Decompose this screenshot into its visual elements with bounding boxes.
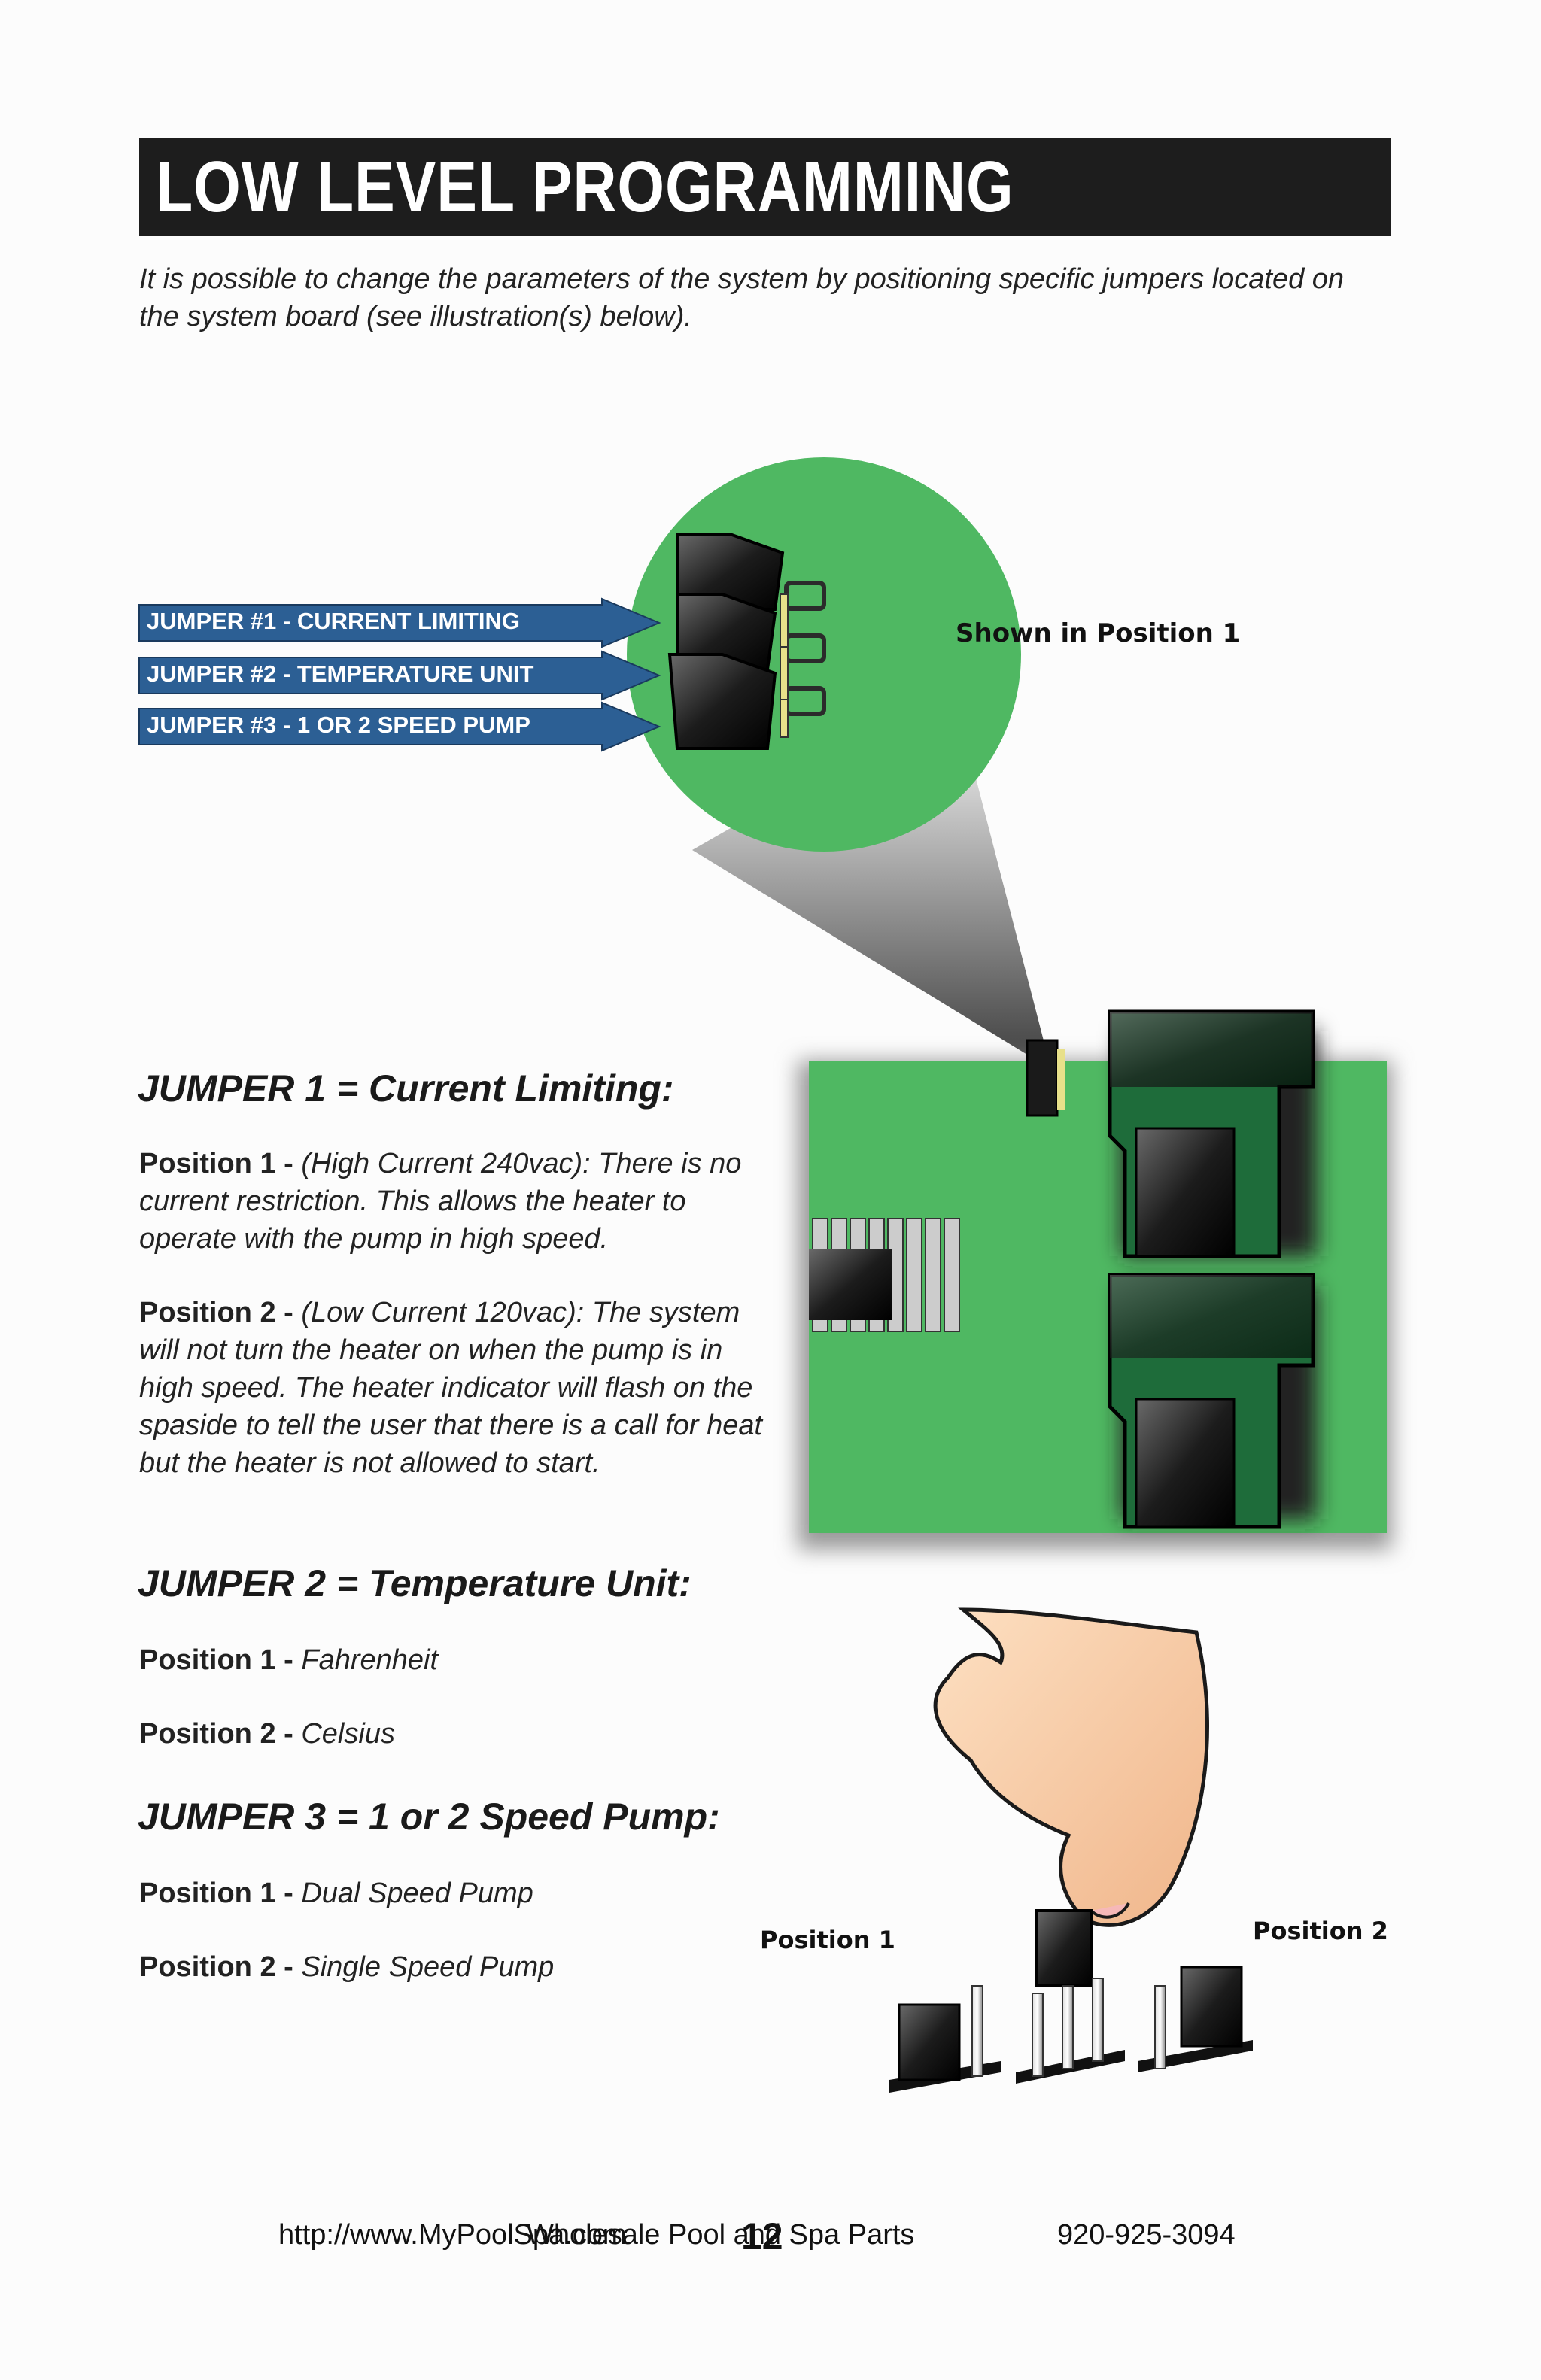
jumper-3-position-1: Position 1 - Dual Speed Pump	[139, 1875, 771, 1912]
jumper-2-label-arrow	[138, 650, 661, 701]
jumper-3-label-arrow	[138, 701, 661, 752]
footer-company: Wholesale Pool and Spa Parts	[527, 2219, 915, 2251]
position-label: Position 1 -	[139, 1878, 293, 1909]
jumper-2-position-1: Position 1 - Fahrenheit	[139, 1641, 771, 1679]
jumper-1-heading: JUMPER 1 = Current Limiting:	[138, 1067, 674, 1110]
position-label: Position 1 -	[139, 1644, 293, 1676]
relay-bottom	[1108, 1273, 1317, 1529]
position-text: Single Speed Pump	[301, 1951, 555, 1983]
pin-header-position-2	[1138, 1966, 1253, 2072]
pin-header-position-1	[889, 1985, 1001, 2093]
position-label: Position 2 -	[139, 1951, 293, 1983]
jumper-3-position-2: Position 2 - Single Speed Pump	[139, 1948, 771, 1986]
position-label: Position 2 -	[139, 1297, 293, 1328]
jumper-2-heading: JUMPER 2 = Temperature Unit:	[138, 1562, 691, 1604]
jumper-3-label: JUMPER #3 - 1 OR 2 SPEED PUMP	[147, 712, 530, 738]
position-label: Position 2 -	[139, 1718, 293, 1750]
intro-text: It is possible to change the parameters …	[139, 263, 1345, 332]
footer-phone: 920-925-3094	[1057, 2219, 1236, 2251]
jumper-1-position-1: Position 1 - (High Current 240vac): Ther…	[139, 1145, 771, 1258]
footer-url: http://www.MyPoolSpa.com	[278, 2219, 627, 2251]
title-bar: LOW LEVEL PROGRAMMING	[139, 138, 1391, 236]
heatsink	[809, 1218, 960, 1332]
position-text: Fahrenheit	[301, 1644, 439, 1676]
position-text: (Low Current 120vac): The system will no…	[139, 1297, 763, 1479]
jumper-1-label-arrow	[138, 597, 661, 648]
position-text: (High Current 240vac): There is no curre…	[139, 1148, 742, 1255]
position-text: Dual Speed Pump	[301, 1878, 533, 1909]
held-jumper	[1035, 1909, 1093, 1987]
position-label: Position 1 -	[139, 1148, 293, 1179]
jumper-1-label: JUMPER #1 - CURRENT LIMITING	[147, 608, 521, 634]
position-text: Celsius	[301, 1718, 395, 1750]
position-1-label: Position 1	[760, 1926, 895, 1954]
board-jumper-cluster	[1026, 1039, 1065, 1117]
jumper-3-heading: JUMPER 3 = 1 or 2 Speed Pump:	[138, 1796, 720, 1838]
jumper-1-position-2: Position 2 - (Low Current 120vac): The s…	[139, 1294, 771, 1482]
page-title: LOW LEVEL PROGRAMMING	[156, 147, 1014, 227]
zoomed-jumper-block	[667, 533, 826, 750]
hand-illustration	[933, 1607, 1209, 1927]
relay-top	[1108, 1009, 1317, 1258]
position-2-label: Position 2	[1253, 1917, 1388, 1945]
pin-header-empty	[1016, 1978, 1125, 2084]
shown-in-position-label: Shown in Position 1	[956, 618, 1241, 648]
jumper-2-label: JUMPER #2 - TEMPERATURE UNIT	[147, 660, 534, 687]
page-number: 12	[741, 2215, 783, 2257]
jumper-2-position-2: Position 2 - Celsius	[139, 1715, 771, 1753]
